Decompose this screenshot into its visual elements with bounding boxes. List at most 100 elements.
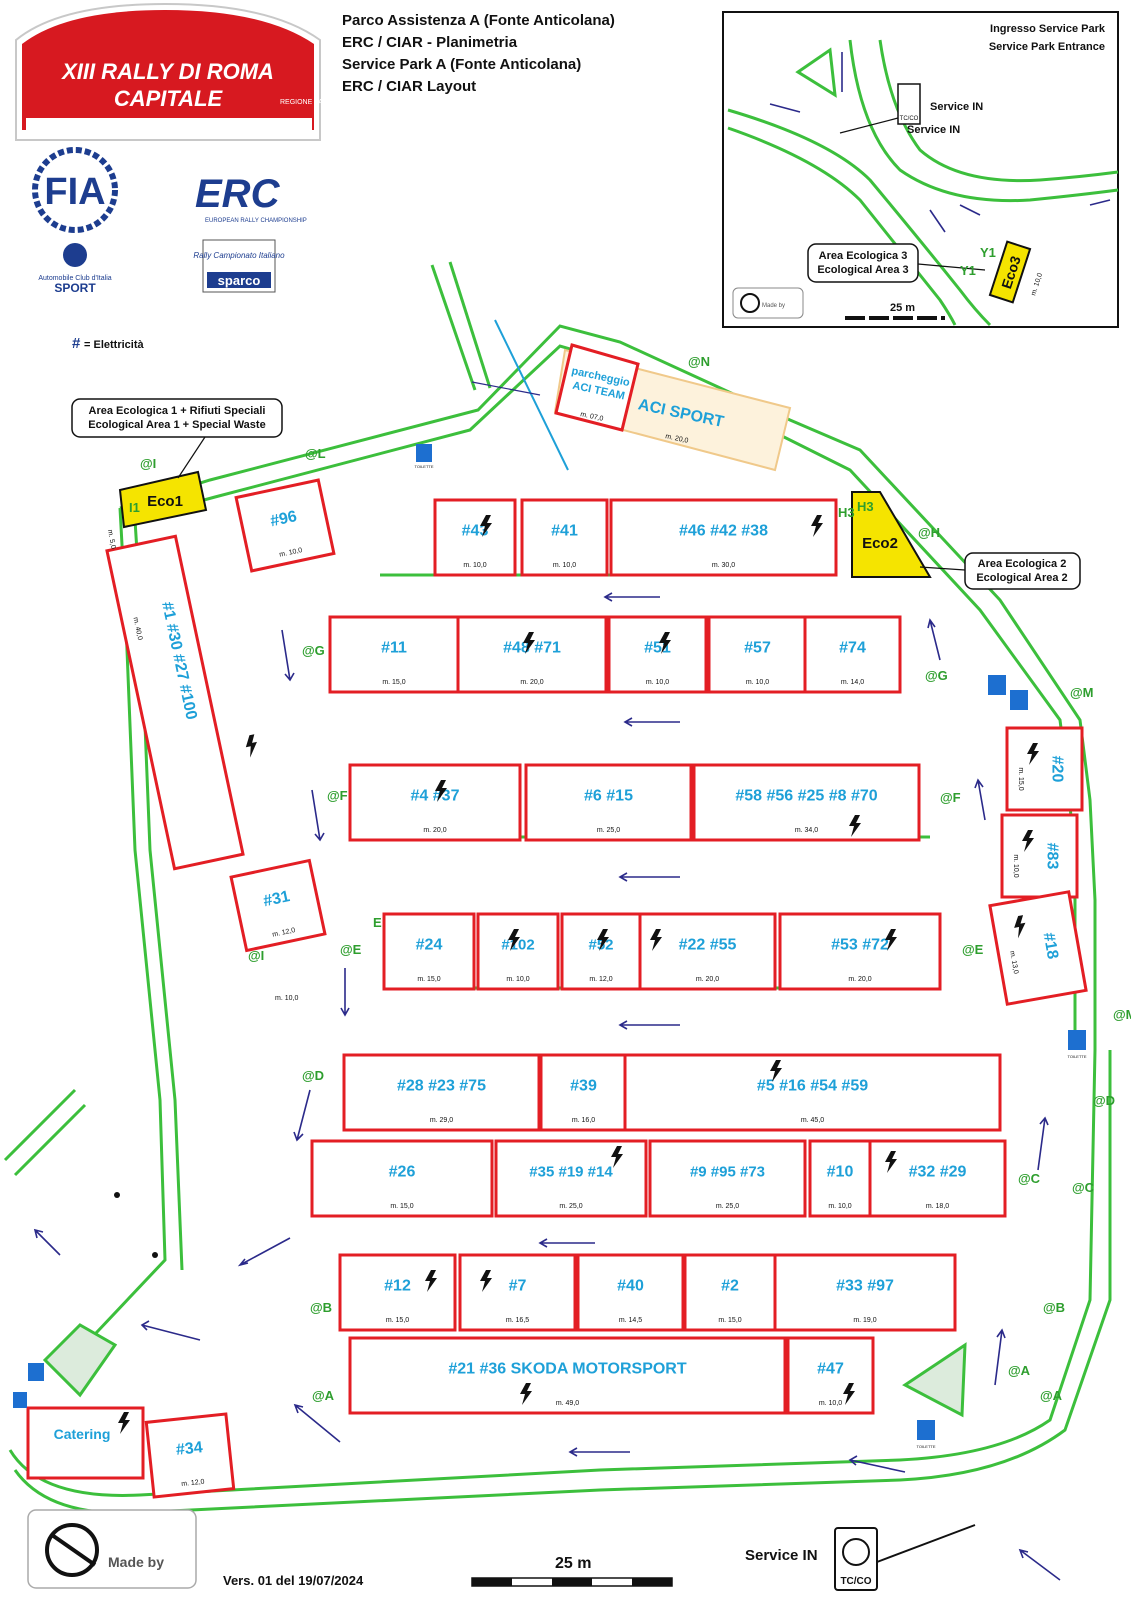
space-length: m. 25,0: [559, 1203, 582, 1210]
space-box: [520, 498, 609, 577]
space-label: #57: [744, 640, 771, 657]
service-space: #12m. 15,0: [338, 1253, 457, 1332]
space-box: [786, 1336, 875, 1415]
service-space: #2m. 15,0: [683, 1253, 777, 1332]
space-label: #46 #42 #38: [679, 523, 768, 540]
electricity-icon: [1022, 830, 1034, 852]
service-space: #10m. 10,0: [808, 1139, 872, 1218]
rally-title-line2: CAPITALE: [114, 86, 224, 111]
space-length: m. 19,0: [853, 1317, 876, 1324]
service-space: #18 m. 13,0: [988, 890, 1088, 1006]
space-length: m. 20,0: [848, 976, 871, 983]
space-label: #4 #37: [411, 788, 460, 805]
toilet-icon: TOILETTE: [414, 444, 434, 469]
service-space: #47m. 10,0: [786, 1336, 875, 1415]
aci-sport-length: m. 20,0: [665, 433, 689, 445]
space-label: #32 #29: [909, 1164, 967, 1181]
service-space: #52m. 12,0: [560, 912, 642, 991]
toilet-icon: [1010, 690, 1028, 710]
tcco-label: TC/CO: [840, 1576, 871, 1587]
inset-title-2: Service Park Entrance: [989, 41, 1105, 53]
left-length-10: m. 10,0: [275, 995, 298, 1002]
eco1-area: Eco1 I1 Area Ecologica 1 + Rifiuti Speci…: [71, 398, 283, 529]
aci-logo-text: Automobile Club d'Italia: [38, 275, 111, 282]
space-box: [348, 763, 522, 842]
eco2-callout-1: Area Ecologica 2: [978, 558, 1067, 570]
electricity-icon: [650, 929, 662, 951]
marker-d-right: @D: [1093, 1093, 1115, 1108]
electricity-icon: [849, 815, 861, 837]
eco1-callout-2: Ecological Area 1 + Special Waste: [88, 419, 265, 431]
direction-arrows: [33, 592, 1061, 1581]
space-label: #18: [1040, 931, 1061, 960]
sparco-text: sparco: [218, 273, 261, 288]
aci-sport-text: SPORT: [54, 281, 96, 295]
space-box: [648, 1139, 807, 1218]
eco2-label: Eco2: [862, 535, 898, 552]
space-label: #7: [509, 1278, 527, 1295]
space-label: #31: [262, 888, 292, 910]
inset-madeby: Made by: [762, 303, 785, 309]
service-space: #4 #37m. 20,0: [348, 763, 522, 842]
service-space: #43m. 10,0: [433, 498, 517, 577]
service-space: #26m. 15,0: [310, 1139, 494, 1218]
space-box: [638, 912, 777, 991]
catering-label: Catering: [54, 1426, 111, 1442]
rally-logo: XIII RALLY DI ROMA CAPITALE REGIONE LAZI…: [15, 2, 335, 141]
space-box: [105, 534, 245, 871]
space-box: [683, 1253, 777, 1332]
space-label: #83: [1044, 843, 1061, 870]
service-space: #74m. 14,0: [803, 615, 902, 694]
toilet-icon: [988, 675, 1006, 695]
marker-f-right: @F: [940, 790, 961, 805]
space-box: [560, 912, 642, 991]
version-text: Vers. 01 del 19/07/2024: [223, 1573, 364, 1588]
space-box: [458, 1253, 577, 1332]
eco2-area: Eco2 H3 H3 Area Ecologica 2 Ecological A…: [838, 491, 1081, 590]
service-space: #48 #71m. 20,0: [456, 615, 608, 694]
marker-c-inner: @C: [1018, 1171, 1041, 1186]
inset-madeby-icon: [740, 293, 760, 313]
space-box: [382, 912, 476, 991]
space-length: m. 20,0: [520, 679, 543, 686]
space-length: m. 15,0: [1017, 767, 1024, 790]
space-box: [144, 1412, 236, 1499]
toilet-icon: [13, 1392, 27, 1408]
sparco-logo: Rally Campionato Italiano sparco: [193, 239, 285, 293]
electricity-icon: [611, 1146, 623, 1168]
marker-l: @L: [305, 446, 326, 461]
fia-logo-text: FIA: [44, 171, 105, 213]
space-label: #11: [381, 640, 407, 657]
space-length: m. 15,0: [718, 1317, 741, 1324]
space-length: m. 10,0: [463, 562, 486, 569]
space-label: #21 #36 SKODA MOTORSPORT: [448, 1361, 687, 1378]
space-box: [494, 1139, 648, 1218]
svg-text:TOILETTE: TOILETTE: [916, 1444, 935, 1449]
tcco-icon: [897, 83, 921, 125]
inset-service-in-2: Service IN: [907, 124, 960, 136]
eco1-i1: I1: [129, 500, 140, 515]
eco2-callout-2: Ecological Area 2: [976, 572, 1067, 584]
space-length: m. 13,0: [1008, 950, 1019, 974]
service-space: #9 #95 #73m. 25,0: [648, 1139, 807, 1218]
space-length: m. 15,0: [390, 1203, 413, 1210]
space-label: #9 #95 #73: [690, 1164, 765, 1181]
grid-markers: @N @L @I @H @G @G @M @F @F @E @E @I @D @…: [106, 354, 1131, 1403]
electricity-icon: [118, 1412, 130, 1434]
rally-title-line1: XIII RALLY DI ROMA: [60, 59, 274, 84]
service-space: #22 #55m. 20,0: [638, 912, 777, 991]
marker-a-inner: @A: [1008, 1363, 1031, 1378]
space-length: m. 10,0: [646, 679, 669, 686]
left-length-5: m. 5,0: [106, 529, 116, 549]
electricity-icon: [1014, 915, 1026, 939]
space-length: m. 10,0: [828, 1203, 851, 1210]
service-space: #6 #15m. 25,0: [524, 763, 693, 842]
eco1-label: Eco1: [147, 493, 183, 510]
electricity-icon: [480, 515, 492, 537]
space-box: [456, 615, 608, 694]
service-spaces: #43m. 10,0#41m. 10,0#46 #42 #38m. 30,0#9…: [105, 478, 1088, 1499]
marker-e-right: @E: [962, 942, 984, 957]
space-box: [234, 478, 336, 573]
space-box: [803, 615, 902, 694]
